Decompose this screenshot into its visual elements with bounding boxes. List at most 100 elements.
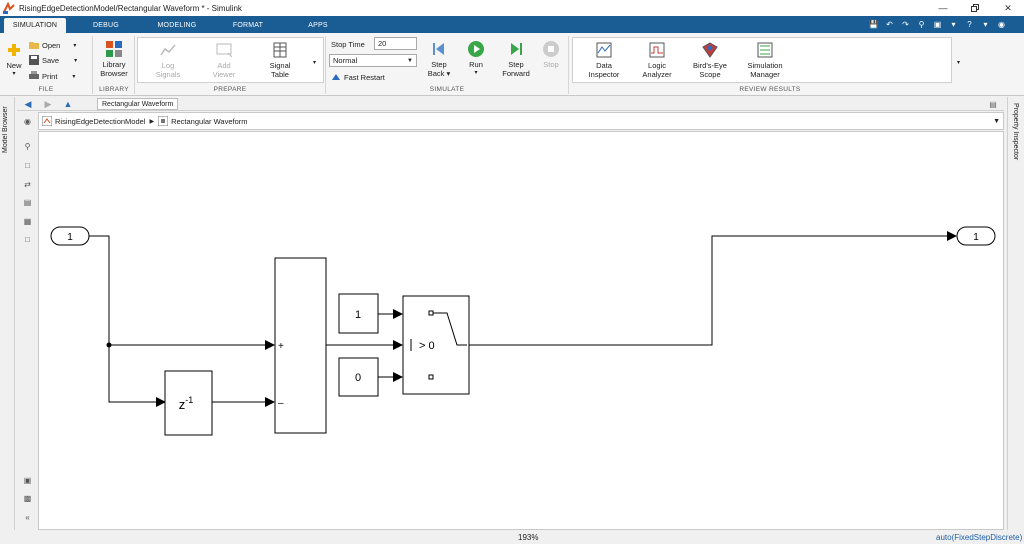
chevron-down-icon[interactable]: ▼ bbox=[993, 117, 1000, 125]
search-icon[interactable]: ⚲ bbox=[918, 20, 925, 29]
data-inspector-button[interactable]: Data Inspector bbox=[582, 41, 626, 79]
settings-icon[interactable]: ◉ bbox=[998, 20, 1005, 29]
logic-analyzer-button[interactable]: Logic Analyzer bbox=[635, 41, 679, 79]
breadcrumb-current[interactable]: Rectangular Waveform bbox=[171, 116, 248, 126]
zoom-icon[interactable]: ⚲ bbox=[24, 142, 31, 151]
constant-zero-block[interactable]: 0 bbox=[338, 357, 379, 397]
simulation-mode-select[interactable]: Normal ▼ bbox=[329, 54, 417, 67]
logic-analyzer-icon bbox=[649, 42, 665, 58]
chevron-down-icon[interactable]: ▾ bbox=[951, 20, 956, 29]
tab-apps[interactable]: APPS bbox=[308, 22, 328, 29]
log-signals-button[interactable]: Log Signals bbox=[148, 41, 188, 79]
prepare-expand-icon[interactable]: ▾ bbox=[313, 60, 317, 66]
simulation-manager-button[interactable]: Simulation Manager bbox=[741, 41, 789, 79]
block-diagram: 1 z-1 + – 1 0 > 0 1 bbox=[50, 226, 996, 436]
outport-block[interactable]: 1 bbox=[956, 226, 996, 246]
outport-label: 1 bbox=[973, 232, 979, 243]
birds-eye-scope-button[interactable]: Bird's-Eye Scope bbox=[688, 41, 732, 79]
tab-format[interactable]: FORMAT bbox=[232, 22, 264, 29]
breadcrumb-separator-icon: ▶ bbox=[149, 118, 155, 125]
step-forward-button[interactable]: Step Forward bbox=[498, 40, 534, 78]
redo-icon[interactable]: ↷ bbox=[902, 20, 909, 29]
save-button[interactable]: Save▾ bbox=[29, 55, 77, 65]
restore-icon bbox=[971, 4, 979, 12]
image-icon[interactable]: ▦ bbox=[23, 217, 32, 226]
separator bbox=[325, 36, 326, 94]
toolstrip-tabs: SIMULATION DEBUG MODELING FORMAT APPS 💾 … bbox=[0, 16, 1024, 33]
step-back-button[interactable]: Step Back ▾ bbox=[423, 40, 455, 78]
printer-icon bbox=[29, 71, 39, 79]
delay-label: z-1 bbox=[179, 395, 194, 412]
toolstrip: New ▾ Open▾ Save▾ Print▾ FILE Library Br… bbox=[0, 33, 1024, 96]
library-browser-button[interactable]: Library Browser bbox=[96, 40, 132, 78]
right-panel-strip: Property Inspector bbox=[1007, 97, 1024, 544]
tab-debug[interactable]: DEBUG bbox=[93, 22, 119, 29]
solver-link[interactable]: auto(FixedStepDiscrete) bbox=[936, 533, 1023, 542]
model-browser-tab[interactable]: Model Browser bbox=[2, 106, 9, 153]
table-icon bbox=[273, 42, 287, 58]
collapse-icon[interactable]: « bbox=[25, 513, 30, 522]
switch-block[interactable]: > 0 bbox=[402, 295, 470, 395]
minimize-button[interactable]: — bbox=[938, 3, 948, 13]
stop-button[interactable]: Stop bbox=[540, 40, 562, 69]
step-forward-icon bbox=[511, 43, 522, 55]
save-icon bbox=[29, 55, 39, 65]
print-button[interactable]: Print▾ bbox=[29, 71, 75, 81]
property-inspector-tab[interactable]: Property Inspector bbox=[1012, 103, 1019, 161]
maximize-button[interactable] bbox=[960, 0, 990, 16]
signal-line[interactable] bbox=[89, 235, 166, 407]
display-icon[interactable]: ▣ bbox=[933, 20, 942, 29]
panel-menu-icon[interactable]: ▤ bbox=[989, 99, 997, 109]
screenshot-icon[interactable]: ▣ bbox=[23, 476, 32, 485]
signal-line[interactable] bbox=[469, 231, 957, 346]
simulation-manager-icon bbox=[757, 42, 773, 58]
window-title: RisingEdgeDetectionModel/Rectangular Wav… bbox=[19, 3, 242, 13]
undo-icon[interactable]: ↶ bbox=[886, 20, 893, 29]
help-icon[interactable]: ? bbox=[967, 20, 972, 29]
subsystem-icon bbox=[158, 116, 169, 126]
area-icon[interactable]: □ bbox=[25, 235, 30, 244]
sum-block[interactable]: + – bbox=[274, 257, 327, 434]
chevron-down-icon[interactable]: ▾ bbox=[983, 20, 988, 29]
review-expand-icon[interactable]: ▾ bbox=[957, 60, 961, 66]
annotation-icon[interactable]: ▤ bbox=[23, 198, 32, 207]
library-section-label: LIBRARY bbox=[99, 86, 129, 93]
sum-plus-port: + bbox=[278, 341, 284, 352]
save-quick-icon[interactable]: 💾 bbox=[868, 20, 879, 29]
title-bar: RisingEdgeDetectionModel/Rectangular Wav… bbox=[0, 0, 1024, 16]
unit-delay-block[interactable]: z-1 bbox=[164, 370, 213, 436]
up-arrow-icon[interactable]: ▲ bbox=[63, 99, 73, 109]
separator bbox=[134, 36, 135, 94]
new-icon bbox=[8, 44, 20, 56]
switch-criteria: > 0 bbox=[419, 340, 435, 352]
fast-restart-toggle[interactable]: Fast Restart bbox=[331, 72, 385, 82]
inport-block[interactable]: 1 bbox=[50, 226, 90, 246]
model-canvas[interactable]: 1 z-1 + – 1 0 > 0 1 bbox=[38, 131, 1004, 530]
run-button[interactable]: Run ▾ bbox=[463, 40, 489, 78]
add-viewer-button[interactable]: Add Viewer bbox=[204, 41, 244, 79]
log-signals-icon bbox=[160, 44, 176, 56]
open-button[interactable]: Open▾ bbox=[29, 40, 76, 50]
simulation-mode-value: Normal bbox=[333, 56, 358, 65]
signal-table-button[interactable]: Signal Table bbox=[260, 41, 300, 79]
constant-one-block[interactable]: 1 bbox=[338, 293, 379, 334]
new-button[interactable]: New ▾ bbox=[4, 41, 24, 79]
tab-simulation[interactable]: SIMULATION bbox=[4, 18, 66, 33]
tab-modeling[interactable]: MODELING bbox=[157, 22, 197, 29]
arrow-icon[interactable]: ⇄ bbox=[24, 180, 31, 189]
property-icon[interactable]: ▩ bbox=[23, 494, 32, 503]
folder-icon bbox=[29, 42, 39, 49]
back-arrow-icon[interactable]: ◀ bbox=[24, 98, 32, 109]
breadcrumb-root[interactable]: RisingEdgeDetectionModel bbox=[55, 116, 146, 126]
zoom-level: 193% bbox=[518, 533, 539, 542]
model-tab[interactable]: Rectangular Waveform bbox=[97, 98, 179, 110]
step-back-icon bbox=[433, 43, 444, 55]
status-bar: 193% auto(FixedStepDiscrete) bbox=[0, 530, 1024, 544]
stop-time-input[interactable]: 20 bbox=[374, 37, 417, 50]
constant-one-value: 1 bbox=[355, 309, 361, 321]
forward-arrow-icon[interactable]: ▶ bbox=[44, 98, 52, 109]
close-window-button[interactable]: ✕ bbox=[1004, 2, 1012, 13]
left-panel-strip: Model Browser bbox=[0, 97, 15, 544]
hide-explorer-icon[interactable]: ◉ bbox=[24, 117, 31, 126]
fit-to-view-icon[interactable]: □ bbox=[25, 161, 30, 170]
